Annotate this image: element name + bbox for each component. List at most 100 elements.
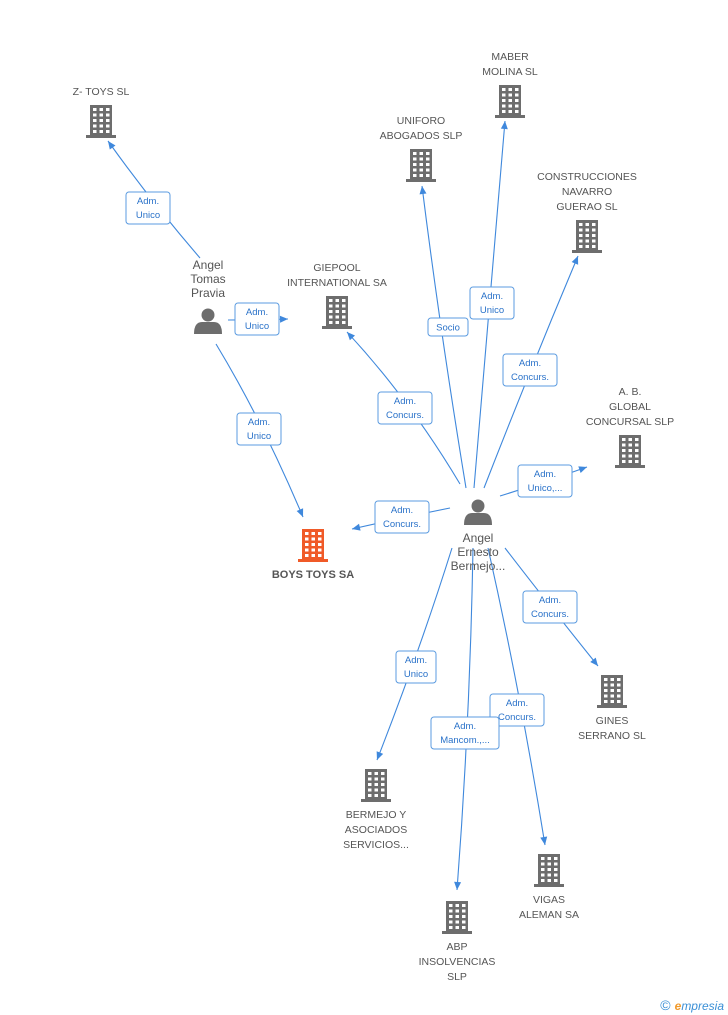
main-company-icon[interactable]	[298, 529, 328, 562]
node-label-bermejo[interactable]: ASOCIADOS	[345, 824, 407, 836]
edge-label-angel_ernesto-maber[interactable]: Adm.Unico	[469, 286, 515, 320]
building-window	[419, 157, 423, 161]
building-window	[541, 873, 545, 877]
edge-label-angel_ernesto-giepool[interactable]: Adm.Concurs.	[377, 391, 433, 425]
company-icon[interactable]	[495, 85, 525, 118]
edge-label-box[interactable]	[489, 693, 545, 727]
node-label-vigas[interactable]: ALEMAN SA	[519, 909, 579, 921]
node-label-ab[interactable]: GLOBAL	[609, 401, 651, 413]
company-icon[interactable]	[322, 296, 352, 329]
arrow-head	[376, 751, 384, 760]
edge-label-angel_ernesto-gines[interactable]: Adm.Concurs.	[522, 590, 578, 624]
edge-label-angel_tomas-giepool[interactable]: Adm.Unico	[234, 302, 280, 336]
node-label-angel_ernesto[interactable]: Angel	[463, 531, 494, 545]
building-window	[515, 93, 519, 97]
arrow-head	[454, 881, 462, 890]
node-label-construcciones[interactable]: GUERAO SL	[556, 201, 617, 213]
building-window	[617, 689, 621, 692]
building-window	[592, 228, 596, 232]
building-window	[515, 110, 519, 113]
node-label-angel_ernesto[interactable]: Bermejo...	[451, 559, 506, 573]
edge-label-angel_tomas-boys[interactable]: Adm.Unico	[236, 412, 282, 446]
edge-label-angel_ernesto-vigas[interactable]: Adm.Concurs.	[489, 693, 545, 727]
node-label-abp[interactable]: SLP	[447, 971, 467, 983]
node-label-construcciones[interactable]: NAVARRO	[562, 186, 612, 198]
company-icon[interactable]	[572, 220, 602, 253]
company-icon[interactable]	[597, 675, 627, 708]
edge-label-text: Adm.	[506, 698, 528, 709]
company-icon[interactable]	[86, 105, 116, 138]
building-window	[329, 310, 333, 313]
edge-label-angel_ernesto-uniforo[interactable]: Socio	[427, 317, 469, 337]
building-window	[547, 868, 551, 871]
edge-label-box[interactable]	[427, 317, 469, 337]
edge-label-box[interactable]	[522, 590, 578, 624]
node-label-gines[interactable]: SERRANO SL	[578, 730, 646, 742]
building-window	[592, 223, 596, 226]
node-label-maber[interactable]: MABER	[491, 51, 529, 63]
company-icon[interactable]	[442, 901, 472, 934]
footer-brand[interactable]: ©empresia	[660, 997, 724, 1013]
building-window	[305, 548, 309, 552]
node-label-construcciones[interactable]: CONSTRUCCIONES	[537, 171, 637, 183]
edge-label-box[interactable]	[374, 500, 430, 534]
node-label-giepool[interactable]: GIEPOOL	[313, 262, 360, 274]
node-label-bermejo[interactable]: SERVICIOS...	[343, 839, 409, 851]
edge-label-box[interactable]	[469, 286, 515, 320]
node-label-vigas[interactable]: VIGAS	[533, 894, 565, 906]
node-label-angel_tomas[interactable]: Angel	[193, 258, 224, 272]
edge-label-box[interactable]	[502, 353, 558, 387]
node-label-boys[interactable]: BOYS TOYS SA	[272, 569, 354, 581]
company-icon[interactable]	[534, 854, 564, 887]
edge-label-angel_ernesto-abp[interactable]: Adm.Mancom.,...	[430, 716, 500, 750]
building-window	[305, 537, 309, 541]
node-label-ab[interactable]: CONCURSAL SLP	[586, 416, 674, 428]
edge-label-angel_ernesto-bermejo[interactable]: Adm.Unico	[395, 650, 437, 684]
node-label-gines[interactable]: GINES	[596, 715, 629, 727]
node-label-bermejo[interactable]: BERMEJO Y	[346, 809, 407, 821]
edge-label-text: Unico	[136, 210, 160, 221]
building-window	[374, 777, 378, 781]
node-label-ab[interactable]: A. B.	[619, 386, 642, 398]
node-label-uniforo[interactable]: UNIFORO	[397, 115, 445, 127]
building-window	[635, 443, 639, 447]
company-icon[interactable]	[406, 149, 436, 182]
building-window	[610, 694, 614, 698]
edge-label-angel_tomas-ztoys[interactable]: Adm.Unico	[125, 191, 171, 225]
company-icon[interactable]	[615, 435, 645, 468]
company-icon[interactable]	[361, 769, 391, 802]
edge-label-text: Adm.	[248, 417, 270, 428]
node-label-giepool[interactable]: INTERNATIONAL SA	[287, 277, 387, 289]
edge-label-text: Concurs.	[511, 372, 549, 383]
node-label-angel_tomas[interactable]: Tomas	[190, 272, 225, 286]
node-label-maber[interactable]: MOLINA SL	[482, 66, 538, 78]
edge-label-text: Adm.	[539, 595, 561, 606]
node-label-abp[interactable]: INSOLVENCIAS	[419, 956, 496, 968]
edge-label-box[interactable]	[236, 412, 282, 446]
edge-label-box[interactable]	[377, 391, 433, 425]
edge-label-box[interactable]	[517, 464, 573, 498]
node-label-angel_ernesto[interactable]: Ernesto	[457, 545, 499, 559]
building-window	[515, 88, 519, 91]
edge-label-text: Adm.	[391, 505, 413, 516]
building-window	[622, 460, 626, 463]
edge-label-box[interactable]	[430, 716, 500, 750]
edge-label-angel_ernesto-ab[interactable]: Adm.Unico,...	[517, 464, 573, 498]
building-window	[335, 310, 339, 313]
node-label-abp[interactable]: ABP	[446, 941, 467, 953]
edge-label-box[interactable]	[395, 650, 437, 684]
building-window	[106, 108, 110, 111]
building-window	[462, 915, 466, 918]
building-window	[628, 443, 632, 447]
edge-label-angel_ernesto-construcciones[interactable]: Adm.Concurs.	[502, 353, 558, 387]
edge-label-angel_ernesto-boys[interactable]: Adm.Concurs.	[374, 500, 430, 534]
edge-label-text: Unico,...	[528, 483, 563, 494]
building-window	[508, 93, 512, 97]
node-label-ztoys[interactable]: Z- TOYS SL	[73, 86, 130, 98]
person-icon[interactable]	[194, 308, 222, 335]
edge-label-box[interactable]	[125, 191, 171, 225]
edge-label-box[interactable]	[234, 302, 280, 336]
person-icon[interactable]	[464, 499, 492, 526]
node-label-uniforo[interactable]: ABOGADOS SLP	[380, 130, 463, 142]
node-label-angel_tomas[interactable]: Pravia	[191, 286, 225, 300]
